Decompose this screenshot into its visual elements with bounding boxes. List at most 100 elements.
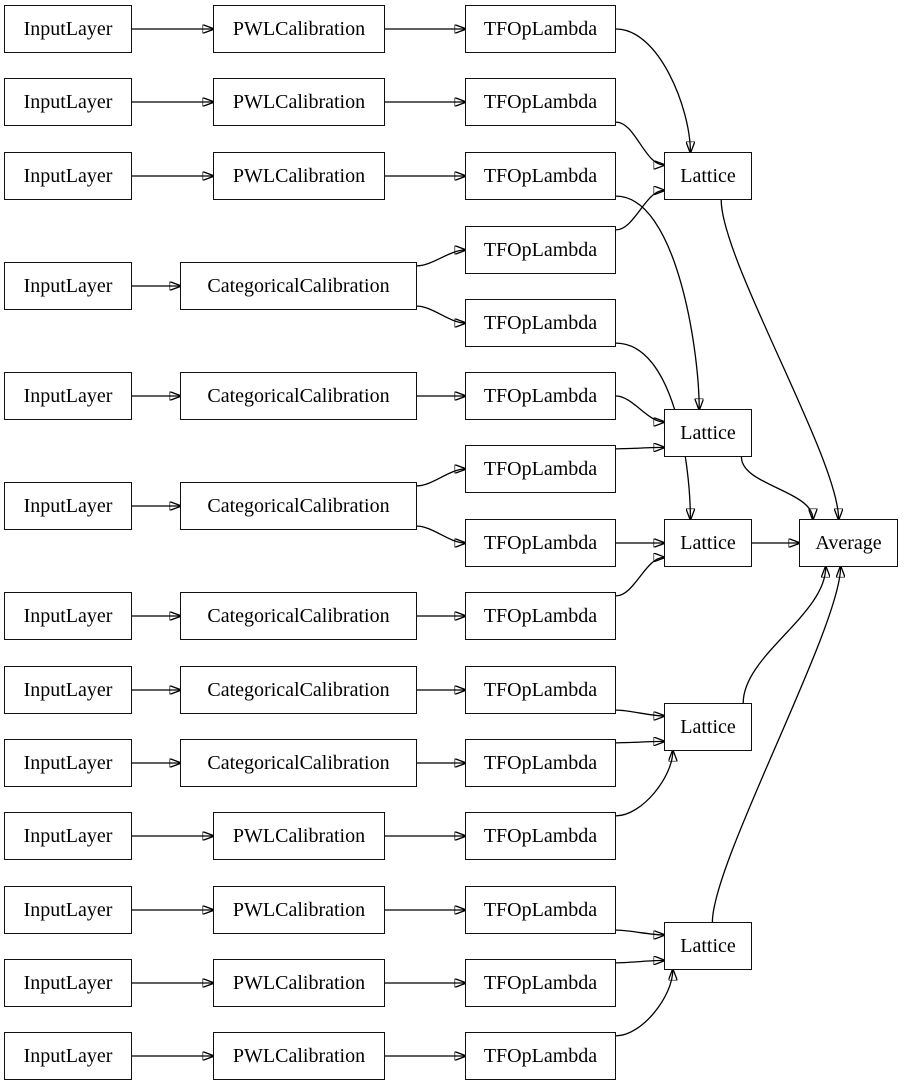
node-label: TFOpLambda: [483, 239, 598, 261]
node-categoricalcalibration-c4: CategoricalCalibration: [180, 592, 417, 640]
node-tfoplambda-t11: TFOpLambda: [465, 739, 616, 787]
node-tfoplambda-t13: TFOpLambda: [465, 886, 616, 934]
node-tfoplambda-t1: TFOpLambda: [465, 5, 616, 53]
node-label: TFOpLambda: [483, 91, 598, 113]
node-inputlayer-i3: InputLayer: [4, 152, 132, 200]
node-label: Lattice: [680, 716, 736, 738]
edge-t7-to-l2: [615, 447, 664, 448]
edge-t1-to-l1: [615, 28, 690, 152]
node-label: TFOpLambda: [483, 165, 598, 187]
edge-l5-to-avg: [711, 567, 840, 923]
node-label: InputLayer: [23, 825, 113, 847]
node-tfoplambda-t15: TFOpLambda: [465, 1032, 616, 1080]
node-label: InputLayer: [23, 752, 113, 774]
node-label: InputLayer: [23, 495, 113, 517]
node-pwlcalibration-p2: PWLCalibration: [213, 78, 385, 126]
node-tfoplambda-t8: TFOpLambda: [465, 519, 616, 567]
node-label: TFOpLambda: [483, 1045, 598, 1067]
node-label: InputLayer: [23, 18, 113, 40]
node-inputlayer-i11: InputLayer: [4, 886, 132, 934]
node-label: TFOpLambda: [483, 679, 598, 701]
node-label: TFOpLambda: [483, 532, 598, 554]
node-lattice-l3: Lattice: [664, 519, 752, 567]
node-label: InputLayer: [23, 91, 113, 113]
node-tfoplambda-t6: TFOpLambda: [465, 372, 616, 420]
edge-c3-to-t7: [416, 469, 465, 487]
edge-t6-to-l2: [615, 395, 664, 422]
edge-c1-to-t5: [416, 305, 465, 323]
edge-t12-to-l4: [615, 751, 673, 817]
edge-c3-to-t8: [416, 525, 465, 543]
node-label: PWLCalibration: [232, 899, 366, 921]
node-label: TFOpLambda: [483, 18, 598, 40]
node-label: Average: [815, 532, 882, 554]
node-label: InputLayer: [23, 899, 113, 921]
node-label: TFOpLambda: [483, 385, 598, 407]
node-label: CategoricalCalibration: [207, 385, 390, 407]
node-categoricalcalibration-c3: CategoricalCalibration: [180, 482, 417, 530]
node-inputlayer-i8: InputLayer: [4, 666, 132, 714]
node-pwlcalibration-p5: PWLCalibration: [213, 886, 385, 934]
node-tfoplambda-t2: TFOpLambda: [465, 78, 616, 126]
edge-t9-to-l3: [615, 557, 664, 597]
node-tfoplambda-t4: TFOpLambda: [465, 226, 616, 274]
node-inputlayer-i5: InputLayer: [4, 372, 132, 420]
node-lattice-l5: Lattice: [664, 922, 752, 970]
node-lattice-l1: Lattice: [664, 152, 752, 200]
node-pwlcalibration-p1: PWLCalibration: [213, 5, 385, 53]
node-pwlcalibration-p4: PWLCalibration: [213, 812, 385, 860]
node-label: InputLayer: [23, 605, 113, 627]
edge-c1-to-t4: [416, 250, 465, 267]
node-label: PWLCalibration: [232, 18, 366, 40]
node-tfoplambda-t10: TFOpLambda: [465, 666, 616, 714]
node-tfoplambda-t7: TFOpLambda: [465, 445, 616, 493]
edge-t14-to-l5: [615, 960, 664, 962]
node-inputlayer-i6: InputLayer: [4, 482, 132, 530]
node-tfoplambda-t14: TFOpLambda: [465, 959, 616, 1007]
edge-t13-to-l5: [615, 929, 664, 935]
node-label: PWLCalibration: [232, 825, 366, 847]
node-label: InputLayer: [23, 165, 113, 187]
node-lattice-l4: Lattice: [664, 703, 752, 751]
edge-t3-to-l2: [615, 195, 699, 409]
node-label: CategoricalCalibration: [207, 752, 390, 774]
node-categoricalcalibration-c6: CategoricalCalibration: [180, 739, 417, 787]
node-tfoplambda-t12: TFOpLambda: [465, 812, 616, 860]
node-inputlayer-i2: InputLayer: [4, 78, 132, 126]
node-tfoplambda-t5: TFOpLambda: [465, 299, 616, 347]
node-label: TFOpLambda: [483, 312, 598, 334]
node-inputlayer-i9: InputLayer: [4, 739, 132, 787]
edge-t10-to-l4: [615, 709, 664, 716]
edge-t4-to-l1: [615, 190, 664, 231]
node-inputlayer-i12: InputLayer: [4, 959, 132, 1007]
node-label: CategoricalCalibration: [207, 605, 390, 627]
node-inputlayer-i10: InputLayer: [4, 812, 132, 860]
node-pwlcalibration-p6: PWLCalibration: [213, 959, 385, 1007]
node-label: PWLCalibration: [232, 165, 366, 187]
node-tfoplambda-t3: TFOpLambda: [465, 152, 616, 200]
node-lattice-l2: Lattice: [664, 409, 752, 457]
node-label: PWLCalibration: [232, 91, 366, 113]
node-label: InputLayer: [23, 275, 113, 297]
edge-t11-to-l4: [615, 741, 664, 742]
node-label: CategoricalCalibration: [207, 495, 390, 517]
node-label: CategoricalCalibration: [207, 679, 390, 701]
edge-l1-to-avg: [720, 199, 838, 519]
node-inputlayer-i4: InputLayer: [4, 262, 132, 310]
node-label: CategoricalCalibration: [207, 275, 390, 297]
node-label: TFOpLambda: [483, 458, 598, 480]
edge-t2-to-l1: [615, 121, 664, 165]
node-pwlcalibration-p7: PWLCalibration: [213, 1032, 385, 1080]
edge-t15-to-l5: [615, 970, 673, 1037]
node-label: Lattice: [680, 422, 736, 444]
node-tfoplambda-t9: TFOpLambda: [465, 592, 616, 640]
node-label: PWLCalibration: [232, 1045, 366, 1067]
node-label: InputLayer: [23, 972, 113, 994]
node-label: InputLayer: [23, 1045, 113, 1067]
node-label: TFOpLambda: [483, 752, 598, 774]
node-inputlayer-i1: InputLayer: [4, 5, 132, 53]
edge-l2-to-avg: [740, 456, 812, 519]
node-label: TFOpLambda: [483, 899, 598, 921]
